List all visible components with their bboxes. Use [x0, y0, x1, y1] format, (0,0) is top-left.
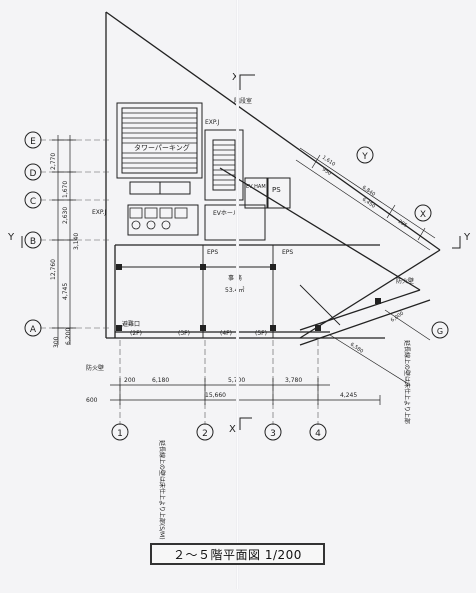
grid-lines [40, 139, 319, 425]
section-mark-x-bottom: X [229, 424, 236, 435]
interior-lines [122, 245, 341, 338]
left-dimension-chain [52, 135, 76, 345]
dim-bottom-b: 6,180 [152, 377, 169, 384]
label-stair: 階段室 [234, 97, 252, 105]
dim-right-b: 6,580 [349, 342, 364, 355]
column-tag-5f: (5F) [255, 330, 267, 337]
label-ps: PS [272, 186, 281, 194]
col-bubble-1: 1 [117, 429, 123, 439]
dim-bottom-a: 200 [124, 377, 136, 384]
right-markers: Y X G [356, 146, 449, 339]
dim-bottom-e: 600 [86, 397, 98, 404]
label-ev-hall: EVホール [213, 210, 239, 217]
dim-left-e: 4,745 [62, 283, 69, 300]
label-tower-parking: タワーパーキング [134, 143, 190, 152]
row-bubble-a: A [30, 325, 37, 335]
bottom-dimension-chain [110, 378, 381, 405]
toilet-area [129, 207, 188, 230]
row-bubble-e: E [30, 137, 36, 147]
stair-core [127, 129, 291, 241]
dim-left-c: 2,630 [62, 207, 69, 224]
dim-top-c: 950 [321, 167, 332, 177]
plan-title: ２～５階平面図 1/200 [173, 547, 302, 562]
dim-left-f: 300 [53, 336, 60, 348]
section-mark-x-top: X [232, 72, 239, 83]
col-bubble-2: 2 [202, 429, 208, 439]
dim-left-a: 2,770 [50, 153, 57, 170]
dim-left-b: 1,670 [62, 181, 69, 198]
dim-bottom-d: 3,780 [285, 377, 302, 384]
scan-fold-line [236, 0, 239, 589]
marker-x: X [420, 210, 426, 220]
label-ev-machine: EV HAM [246, 184, 266, 190]
section-mark-y-right: Y [463, 232, 471, 243]
marker-g: G [437, 327, 443, 336]
tower-parking-block [116, 102, 203, 195]
row-bubble-b: B [30, 237, 36, 247]
dim-top-e: 285 [397, 219, 408, 229]
building-outline [105, 11, 441, 346]
dim-bottom-total: 15,660 [205, 392, 226, 399]
office-columns [116, 264, 381, 331]
dim-left-g: 6,200 [65, 328, 72, 345]
diagonal-dimension-chain [295, 147, 436, 251]
dim-top-d: 6,450 [361, 197, 376, 210]
label-fire-wall-right: 防火壁 [396, 277, 414, 285]
column-tag-3f: (3F) [178, 330, 190, 337]
plan-title-box: ２～５階平面図 1/200 [150, 543, 325, 565]
section-cut-marks [21, 74, 461, 430]
note-left-vertical: 延長線上の壁は床仕上より上部(S/M) [158, 440, 166, 540]
column-bubbles: 1 2 3 4 [111, 423, 327, 441]
label-eps-2: EPS [282, 249, 293, 256]
label-exp-j-top: EXP.J [205, 119, 219, 126]
label-office: 事 務 [228, 274, 242, 282]
label-office-area: 53.4㎡ [225, 286, 244, 294]
column-tag-2f: (2F) [130, 330, 142, 337]
right-lower-dimension [329, 309, 431, 386]
col-bubble-4: 4 [315, 429, 321, 439]
dim-top-a: 1,610 [321, 155, 336, 168]
note-right-vertical: 延長線上の壁は床仕上より上部 [403, 340, 411, 424]
row-bubbles: E D C B A [24, 131, 42, 337]
label-entrance: 避難口 [122, 320, 140, 328]
label-exp-j-left: EXP.J [92, 209, 106, 216]
label-eps-1: EPS [207, 249, 218, 256]
dim-bottom-f: 4,245 [340, 392, 357, 399]
col-bubble-3: 3 [270, 429, 276, 439]
row-bubble-c: C [30, 197, 36, 207]
dim-left-total: 12,760 [50, 259, 57, 280]
dim-left-d: 3,140 [73, 233, 80, 250]
row-bubble-d: D [30, 169, 37, 179]
marker-y: Y [361, 152, 368, 162]
label-fire-wall-left: 防火壁 [86, 364, 104, 372]
section-mark-y-left: Y [7, 232, 15, 243]
column-tag-4f: (4F) [220, 330, 232, 337]
